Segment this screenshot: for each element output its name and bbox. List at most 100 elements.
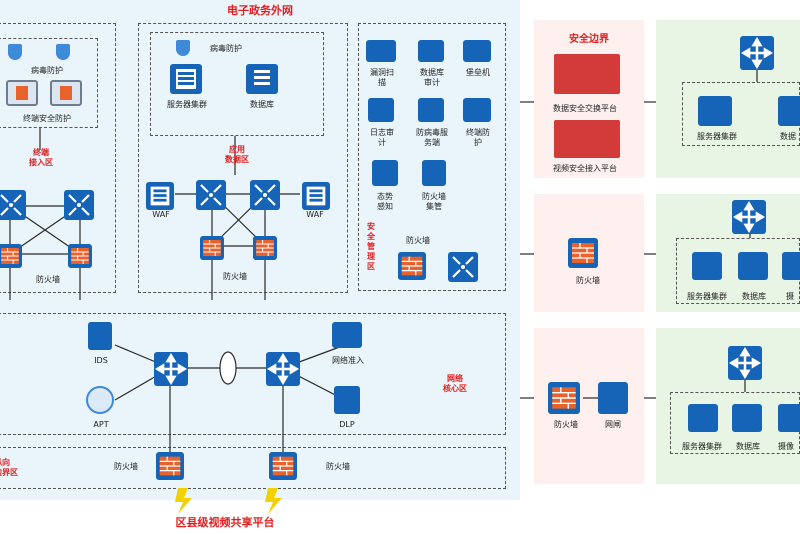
middle-right-firewall-label: 防火墙 — [576, 276, 600, 285]
green-top-database-label: 数据 — [780, 132, 796, 141]
dlp-icon — [334, 386, 360, 414]
main-title: 电子政务外网 — [227, 4, 293, 17]
vulnerability-scan-icon — [366, 40, 396, 62]
data-exchange-wall-icon — [554, 54, 620, 94]
shield-icon — [176, 40, 190, 56]
shield-icon — [56, 44, 70, 60]
core-zone-title: 网络 核心区 — [443, 374, 467, 393]
shield-icon — [8, 44, 22, 60]
core-switch-icon — [196, 180, 226, 210]
core-switch-icon — [448, 252, 478, 282]
dlp-label: DLP — [339, 420, 355, 429]
database-icon — [246, 64, 278, 94]
data-exchange-label: 数据安全交换平台 — [553, 104, 617, 113]
terminal-antivirus-box — [0, 38, 98, 128]
vertical-zone-box — [0, 447, 506, 489]
green-bottom-extra-label: 摄像 — [778, 442, 794, 451]
waf-right-label: WAF — [306, 210, 324, 219]
server-cluster-icon — [698, 96, 732, 126]
security-mgmt-title: 安 全 管 理 区 — [367, 222, 375, 271]
core-switch-icon — [64, 190, 94, 220]
green-mid-extra-label: 摄 — [786, 292, 794, 301]
terminal-antivirus-label: 病毒防护 — [31, 66, 63, 75]
security-mgmt-box — [358, 23, 506, 291]
security-item-label: 数据库 审计 — [420, 68, 444, 87]
bottom-title: 区县级视频共享平台 — [175, 516, 275, 529]
firewall-management-icon — [422, 160, 446, 186]
endpoint-protection-icon — [463, 98, 491, 122]
app-zone-title: 应用 数据区 — [225, 145, 249, 164]
gateway-icon — [598, 382, 628, 414]
apt-icon — [86, 386, 114, 414]
green-mid-database-label: 数据库 — [742, 292, 766, 301]
gateway-label: 网闸 — [605, 420, 621, 429]
terminal-zone-title: 终端 接入区 — [29, 148, 53, 167]
firewall-icon — [68, 244, 92, 268]
firewall-icon — [253, 236, 277, 260]
terminal-firewall-label: 防火墙 — [36, 275, 60, 284]
network-access-label: 网络准入 — [332, 356, 364, 365]
endpoint-computer-icon — [50, 80, 82, 106]
waf-icon — [146, 182, 174, 210]
security-item-label: 日志审 计 — [370, 128, 394, 147]
firewall-icon — [548, 382, 580, 414]
terminal-zone-box — [0, 23, 116, 293]
app-server-cluster-label: 服务器集群 — [167, 100, 207, 109]
firewall-icon — [568, 238, 598, 268]
camera-icon — [782, 252, 800, 280]
waf-icon — [302, 182, 330, 210]
database-audit-icon — [418, 40, 444, 62]
vertical-firewall-right-label: 防火墙 — [326, 462, 350, 471]
app-antivirus-label: 病毒防护 — [210, 44, 242, 53]
router-icon — [740, 36, 774, 70]
vertical-firewall-left-label: 防火墙 — [114, 462, 138, 471]
green-top-server-label: 服务器集群 — [697, 132, 737, 141]
router-icon — [154, 352, 188, 386]
security-item-label: 终端防 护 — [466, 128, 490, 147]
firewall-icon — [200, 236, 224, 260]
database-icon — [738, 252, 768, 280]
security-item-label: 漏洞扫 描 — [370, 68, 394, 87]
firewall-icon — [0, 244, 22, 268]
camera-icon — [778, 404, 800, 432]
green-mid-server-label: 服务器集群 — [687, 292, 727, 301]
bottom-right-firewall-label: 防火墙 — [554, 420, 578, 429]
waf-left-label: WAF — [152, 210, 170, 219]
server-cluster-icon — [692, 252, 722, 280]
server-cluster-icon — [688, 404, 718, 432]
app-database-label: 数据库 — [250, 100, 274, 109]
security-item-label: 防火墙 集管 — [422, 192, 446, 211]
log-audit-icon — [368, 98, 394, 122]
video-access-wall-icon — [554, 120, 620, 158]
server-cluster-icon — [170, 64, 202, 94]
app-server-box — [150, 32, 324, 136]
video-access-label: 视频安全接入平台 — [553, 164, 617, 173]
vertical-zone-title: 纵向 边界区 — [0, 458, 18, 477]
security-item-label: 堡垒机 — [466, 68, 490, 77]
core-switch-icon — [0, 190, 26, 220]
security-item-label: 防病毒服 务端 — [416, 128, 448, 147]
green-mid-panel — [656, 194, 800, 312]
firewall-icon — [398, 252, 426, 280]
green-bottom-server-label: 服务器集群 — [682, 442, 722, 451]
firewall-icon — [269, 452, 297, 480]
antivirus-server-icon — [418, 98, 444, 122]
firewall-icon — [156, 452, 184, 480]
router-icon — [266, 352, 300, 386]
router-icon — [732, 200, 766, 234]
ids-label: IDS — [94, 356, 108, 365]
endpoint-security-label: 终端安全防护 — [23, 114, 71, 123]
app-firewall-label: 防火墙 — [223, 272, 247, 281]
router-icon — [728, 346, 762, 380]
green-bottom-database-label: 数据库 — [736, 442, 760, 451]
security-firewall-label: 防火墙 — [406, 236, 430, 245]
database-icon — [778, 96, 800, 126]
endpoint-computer-icon — [6, 80, 38, 106]
app-zone-box — [138, 23, 348, 293]
core-zone-box — [0, 313, 506, 435]
situation-awareness-icon — [372, 160, 398, 186]
network-access-icon — [332, 322, 362, 348]
ids-icon — [88, 322, 112, 350]
core-switch-icon — [250, 180, 280, 210]
security-border-title: 安全边界 — [569, 34, 609, 45]
